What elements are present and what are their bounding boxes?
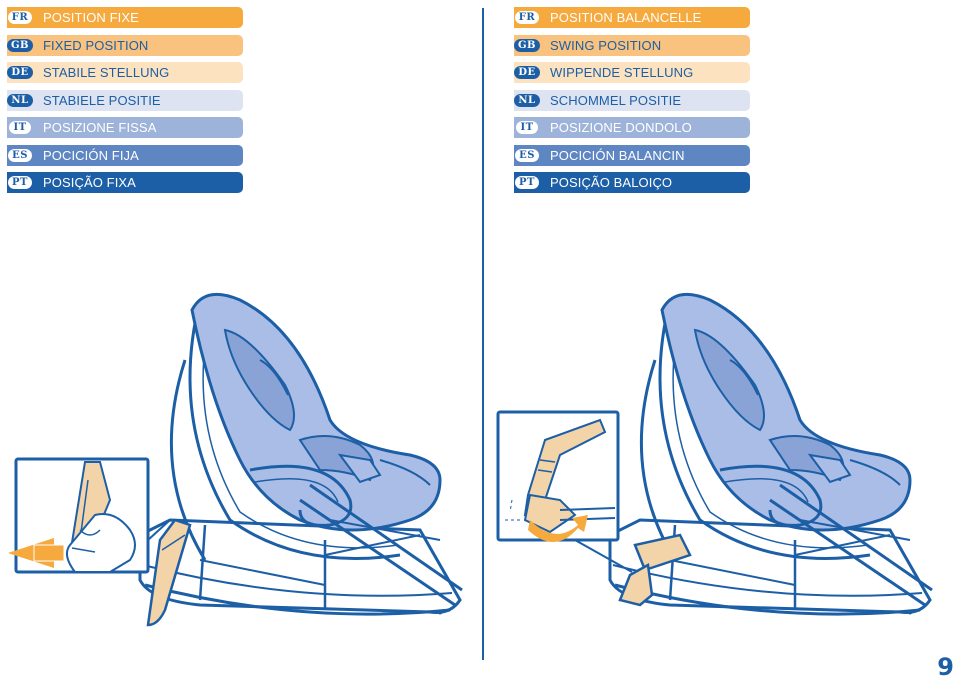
legend-label: POSIÇÃO BALOIÇO: [550, 175, 673, 190]
legend-row-it: IT POSIZIONE FISSA: [7, 117, 243, 138]
legend-label: STABIELE POSITIE: [43, 92, 161, 108]
legend-row-nl: NL STABIELE POSITIE: [7, 89, 243, 111]
fixed-position-legend: FR POSITION FIXE GB FIXED POSITION DE STABI…: [7, 7, 243, 200]
bouncer-swing-illustration: [608, 292, 934, 616]
legend-label: POSITION BALANCELLE: [550, 10, 702, 25]
center-divider: [482, 8, 484, 660]
legend-label: POSITION FIXE: [43, 10, 139, 25]
swing-position-legend: FR POSITION BALANCELLE GB SWING POSITION D…: [514, 7, 750, 200]
lang-code-badge: DE: [514, 66, 540, 79]
legend-row-pt: PT POSIÇÃO BALOIÇO: [514, 172, 750, 193]
lang-code-badge: NL: [514, 93, 540, 107]
rotate-arrow-icon: [528, 515, 588, 543]
legend-row-nl: NL SCHOMMEL POSITIE: [514, 89, 750, 111]
lang-code-badge: ES: [7, 148, 33, 162]
legend-label: POSIZIONE DONDOLO: [550, 120, 692, 135]
lang-code-badge: GB: [7, 38, 33, 52]
lang-code-badge: DE: [7, 66, 33, 79]
lang-code-badge: IT: [514, 121, 540, 134]
legend-label: SWING POSITION: [550, 37, 662, 53]
legend-row-es: ES POCICIÓN BALANCIN: [514, 144, 750, 166]
legend-label: FIXED POSITION: [43, 37, 149, 53]
legend-row-fr: FR POSITION BALANCELLE: [514, 7, 750, 28]
lang-code-badge: FR: [514, 11, 540, 24]
lang-code-badge: GB: [514, 38, 540, 52]
page-number: 9: [937, 653, 954, 681]
lang-code-badge: NL: [7, 93, 33, 107]
legend-row-gb: GB SWING POSITION: [514, 34, 750, 56]
legend-row-es: ES POCICIÓN FIJA: [7, 144, 243, 166]
legend-row-pt: PT POSIÇÃO FIXA: [7, 172, 243, 193]
legend-label: POSIZIONE FISSA: [43, 120, 157, 135]
legend-row-de: DE WIPPENDE STELLUNG: [514, 62, 750, 83]
legend-label: WIPPENDE STELLUNG: [550, 65, 694, 80]
legend-label: POSIÇÃO FIXA: [43, 175, 136, 190]
lang-code-badge: PT: [514, 176, 540, 189]
swing-detail-inset: [496, 410, 633, 573]
legend-row-fr: FR POSITION FIXE: [7, 7, 243, 28]
legend-row-gb: GB FIXED POSITION: [7, 34, 243, 56]
legend-label: STABILE STELLUNG: [43, 65, 170, 80]
legend-label: POCICIÓN FIJA: [43, 147, 139, 163]
lang-code-badge: FR: [7, 11, 33, 24]
legend-label: SCHOMMEL POSITIE: [550, 92, 682, 108]
bouncer-fixed-illustration: [138, 292, 464, 627]
legend-row-it: IT POSIZIONE DONDOLO: [514, 117, 750, 138]
arrow-left-icon: [8, 538, 65, 568]
legend-row-de: DE STABILE STELLUNG: [7, 62, 243, 83]
legend-label: POCICIÓN BALANCIN: [550, 147, 685, 163]
lang-code-badge: PT: [7, 176, 33, 189]
lang-code-badge: IT: [7, 121, 33, 134]
lang-code-badge: ES: [514, 148, 540, 162]
